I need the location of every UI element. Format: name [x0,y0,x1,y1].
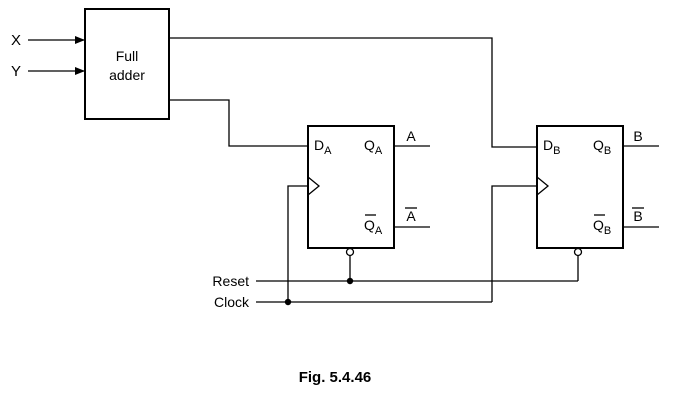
full-adder-block [84,8,170,120]
wire-adder-to-da [169,99,308,147]
wire-adder-to-db [169,37,537,148]
reset-junction-dot [346,277,354,285]
output-bbar-label: B [633,208,642,224]
full-adder-label-line2: adder [109,67,145,83]
clock-junction-dot [284,298,292,306]
ff-a-q-label: QA [364,137,383,157]
full-adder-label-line1: Full [116,48,139,64]
ff-a-clock-triangle [307,176,321,196]
ff-a-d-label: DA [314,137,332,157]
ff-b-clock-triangle [536,176,550,196]
flip-flop-a [307,125,395,249]
ff-b-reset-bubble [573,247,583,257]
clock-to-ff-a [287,185,308,302]
output-a-label: A [406,128,416,144]
ff-b-q-label: QB [593,137,611,157]
ff-a-qbar-label: QA [364,217,383,237]
input-x-label: X [11,32,21,49]
figure-caption: Fig. 5.4.46 [299,369,372,386]
clock-label: Clock [214,294,250,310]
flip-flop-b [536,125,624,249]
ff-a-reset-bubble [345,247,355,257]
output-abar-label: A [406,208,416,224]
clock-to-ff-b [491,185,537,302]
reset-label: Reset [212,273,249,289]
ff-b-qbar-label: QB [593,217,611,237]
input-y-label: Y [11,63,21,80]
ff-b-d-label: DB [543,137,560,157]
output-b-label: B [633,128,642,144]
